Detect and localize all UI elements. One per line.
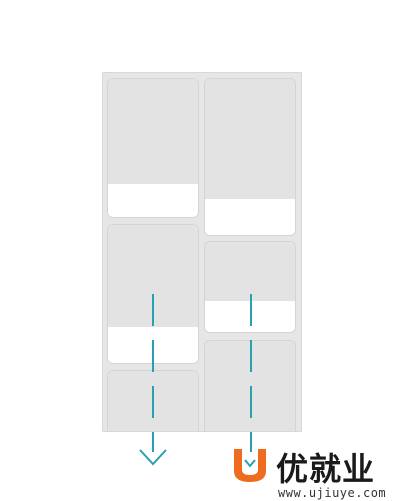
brand-name: 优就业 xyxy=(276,450,376,488)
staggered-grid-container[interactable] xyxy=(102,72,302,432)
card-image-placeholder xyxy=(205,79,295,201)
card-image-placeholder xyxy=(108,79,198,186)
grid-card[interactable] xyxy=(107,78,199,218)
brand-url: www.ujiuye.com xyxy=(278,486,387,500)
brand-watermark: 优就业 www.ujiuye.com xyxy=(232,444,400,501)
card-image-placeholder xyxy=(205,242,295,303)
grid-card[interactable] xyxy=(204,78,296,236)
card-caption-area xyxy=(108,184,198,217)
dashed-down-arrow-icon xyxy=(250,294,252,457)
u-cup-logo-icon xyxy=(234,449,266,482)
dashed-down-arrow-icon xyxy=(139,294,167,466)
card-caption-area xyxy=(205,199,295,235)
